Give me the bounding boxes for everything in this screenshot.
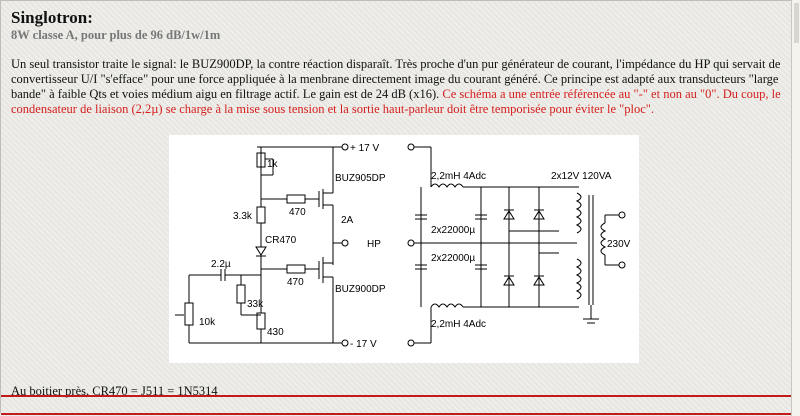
- label-r33k-b: 33k: [247, 299, 264, 310]
- label-r470b: 470: [287, 277, 304, 288]
- label-hp: HP: [367, 239, 381, 250]
- label-q1: BUZ905DP: [335, 173, 386, 184]
- label-2a: 2A: [341, 215, 354, 226]
- label-q2: BUZ900DP: [335, 284, 386, 295]
- label-transformer: 2x12V 120VA: [551, 171, 612, 182]
- label-minus17: - 17 V: [350, 339, 377, 350]
- schematic-diagram: + 17 V - 17 V 1k 470 470 3.3k 33k 10k 43…: [169, 135, 639, 363]
- label-r1k: 1k: [267, 159, 279, 170]
- page-subtitle: 8W classe A, pour plus de 96 dB/1w/1m: [11, 28, 221, 42]
- label-inductor-bottom: 2,2mH 4Adc: [431, 319, 486, 330]
- page-title: Singlotron:: [11, 8, 93, 27]
- warning-text: Ce schéma a une entrée référencée au "-"…: [11, 87, 781, 116]
- label-plus17: + 17 V: [350, 143, 380, 154]
- vertical-scrollbar[interactable]: [791, 0, 800, 416]
- description-paragraph: Un seul transistor traite le signal: le …: [11, 57, 783, 117]
- scrollbar-thumb[interactable]: [794, 3, 799, 43]
- footer-note: Au boitier près, CR470 = J511 = 1N5314: [11, 384, 218, 398]
- label-cr470: CR470: [265, 235, 297, 246]
- label-cap-bottom: 2x22000µ: [431, 253, 475, 264]
- label-r33k-a: 3.3k: [233, 211, 253, 222]
- label-cap-top: 2x22000µ: [431, 225, 475, 236]
- label-r430: 430: [267, 327, 284, 338]
- label-mains: 230V: [607, 239, 631, 250]
- bottom-divider: [1, 395, 791, 397]
- label-r470a: 470: [289, 207, 306, 218]
- schematic-svg: + 17 V - 17 V 1k 470 470 3.3k 33k 10k 43…: [175, 143, 631, 350]
- label-r10k: 10k: [199, 317, 216, 328]
- bottom-divider-2: [1, 413, 791, 415]
- description-text: Un seul transistor traite le signal: le …: [11, 57, 781, 101]
- label-cap22u: 2.2µ: [211, 259, 231, 270]
- label-inductor-top: 2,2mH 4Adc: [431, 171, 486, 182]
